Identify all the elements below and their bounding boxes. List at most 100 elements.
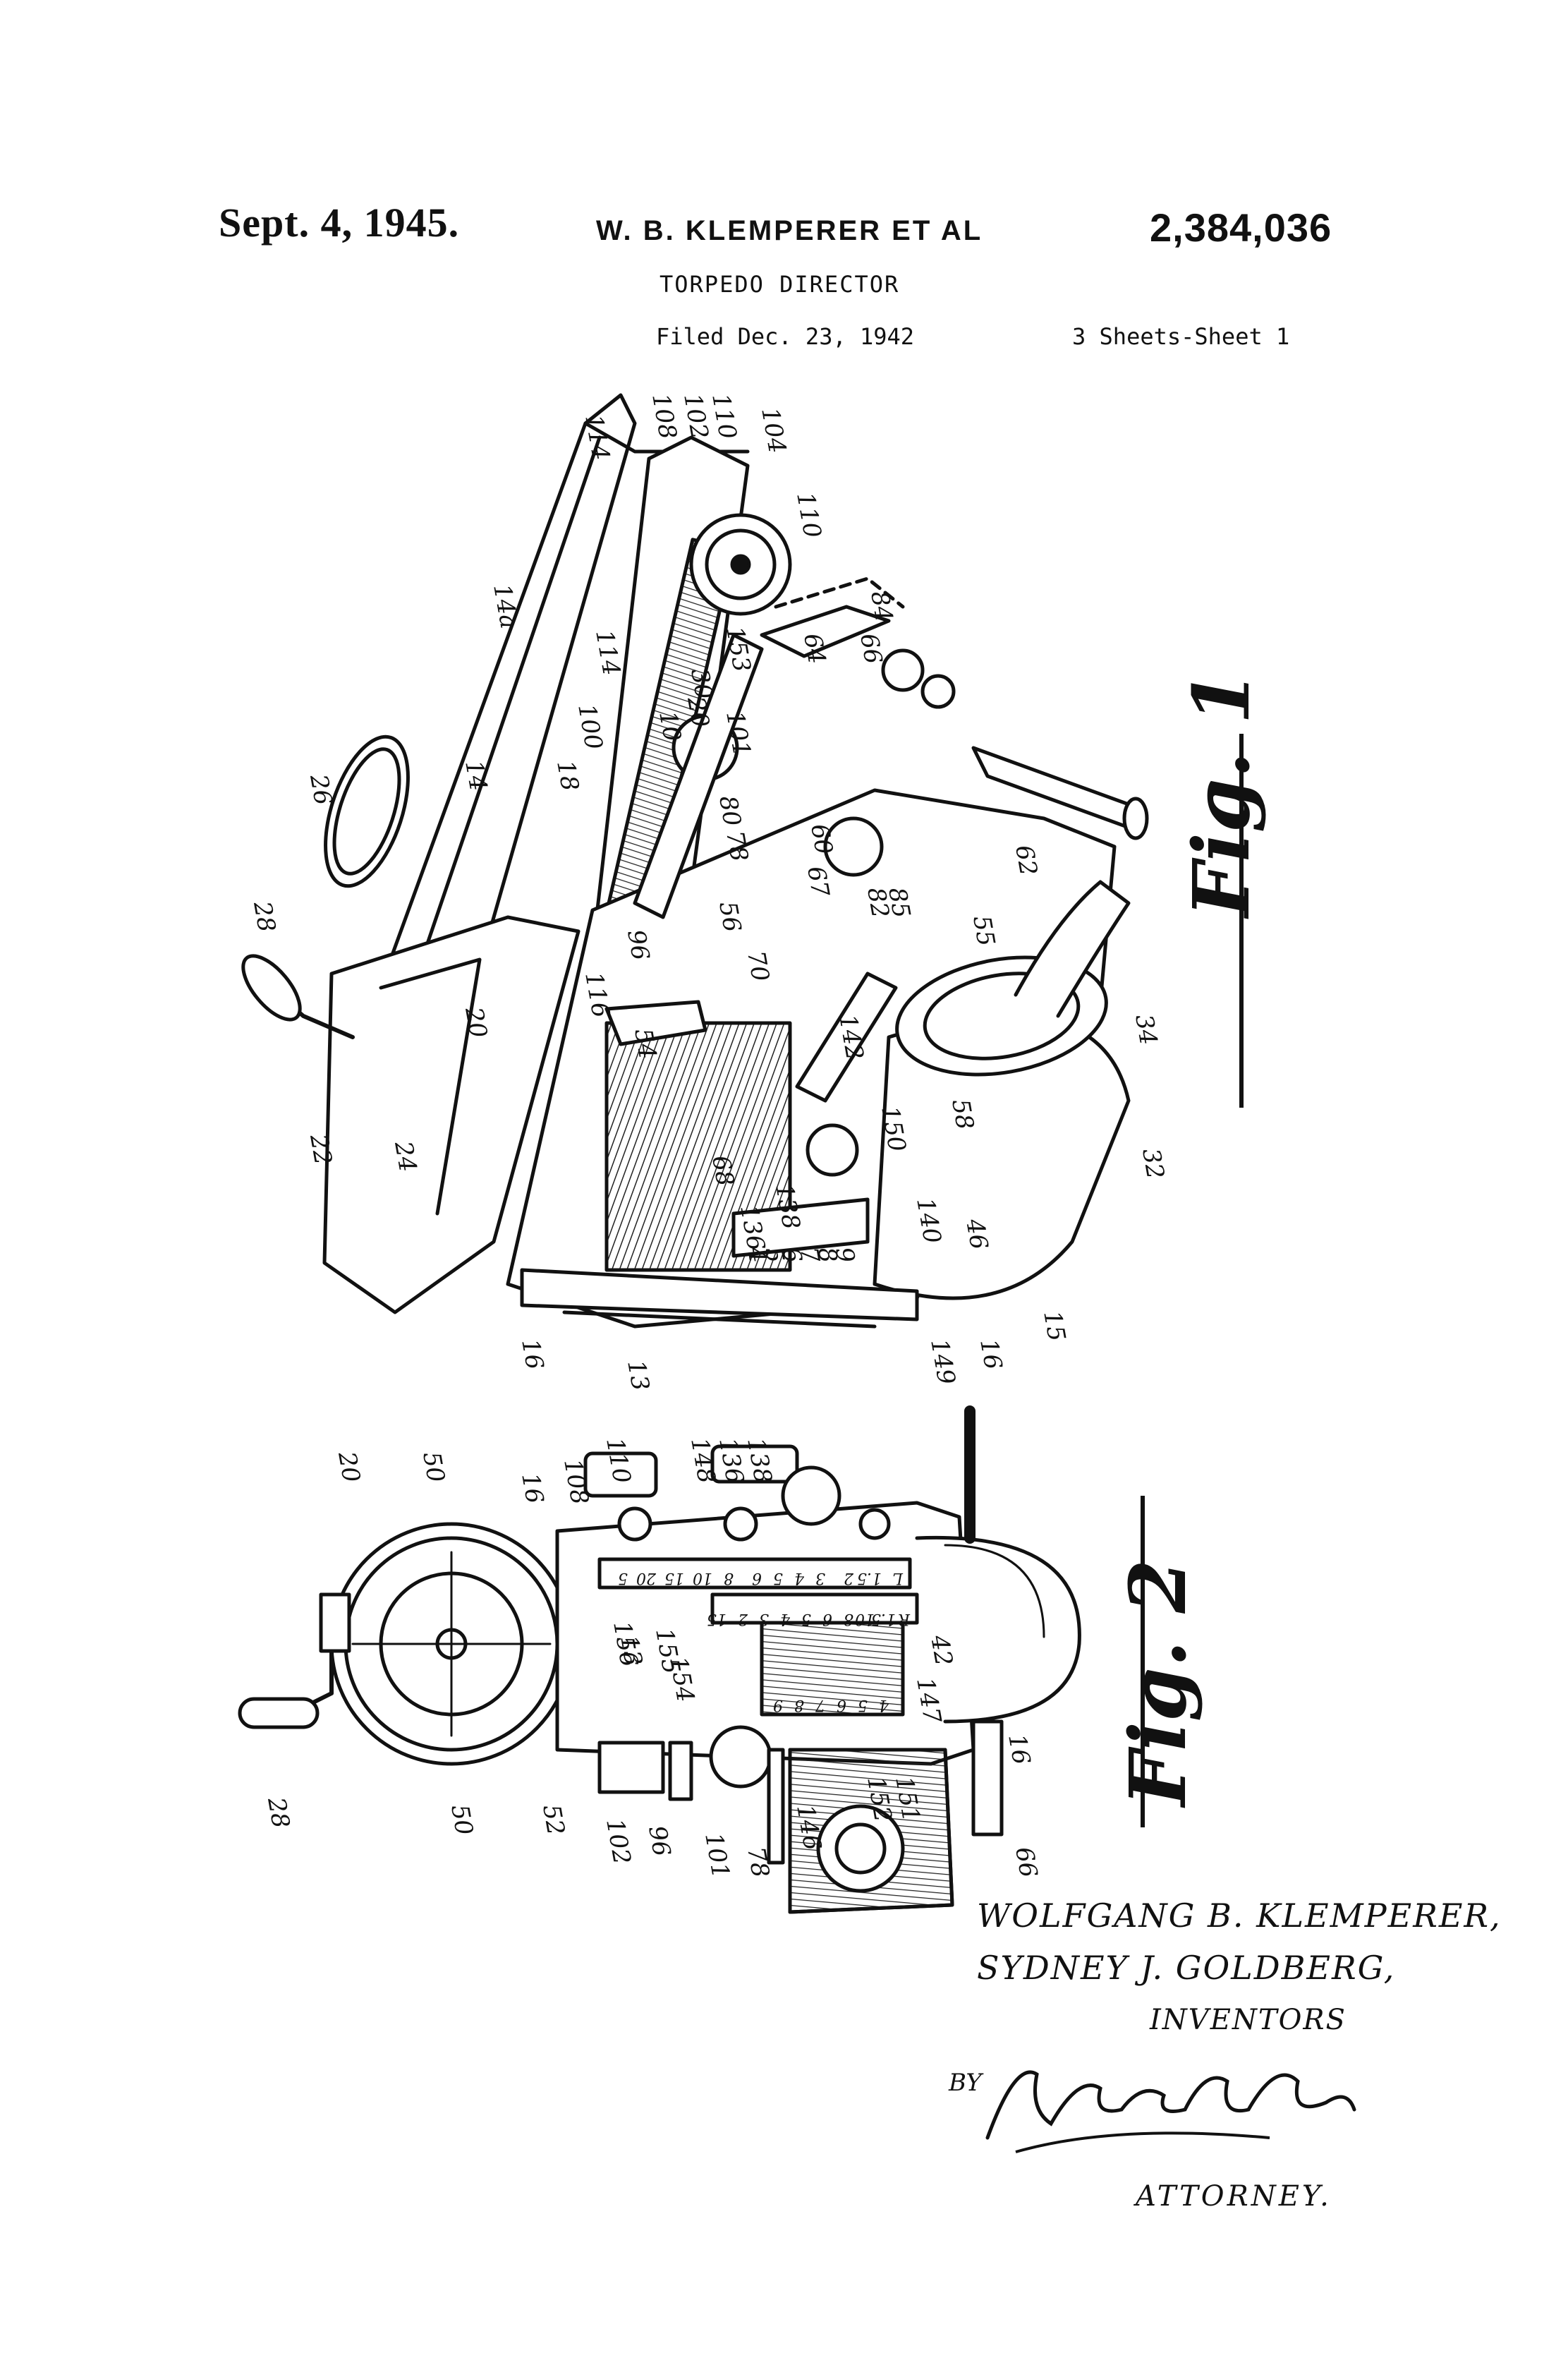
fig2-reference-numeral: 50	[417, 1450, 450, 1485]
patent-number: 2,384,036	[1150, 205, 1332, 250]
patent-date: Sept. 4, 1945.	[219, 200, 460, 246]
fig1-reference-numeral: 15	[1038, 1309, 1071, 1344]
fig2-scale-mark: 5	[801, 1610, 811, 1628]
fig1-reference-numeral: 22	[304, 1132, 337, 1168]
fig1-reference-numeral: 55	[967, 914, 1000, 949]
fig2-scale-mark: 8	[724, 1569, 734, 1587]
fig2-reference-numeral: 66	[1009, 1845, 1043, 1880]
fig2-scale-mark: 2	[844, 1569, 854, 1587]
sheet-count: 3 Sheets-Sheet 1	[1072, 323, 1290, 350]
fig1-reference-numeral: 85	[882, 885, 916, 921]
fig2-scale-mark: 7	[815, 1696, 825, 1714]
fig1-reference-numeral: 28	[248, 899, 281, 935]
fig1-reference-numeral: 30	[685, 667, 718, 702]
fig2-scale-mark: 6	[752, 1569, 762, 1587]
attorney-label: ATTORNEY.	[1136, 2180, 1332, 2213]
fig2-scale-mark: 20	[636, 1569, 657, 1587]
inventor-2-name: SYDNEY J. GOLDBERG,	[977, 1949, 1396, 1987]
inventors-label: INVENTORS	[1150, 2004, 1347, 2036]
fig1-reference-numeral: 100	[572, 702, 608, 752]
fig1-reference-numeral: 80	[713, 794, 746, 829]
fig1-reference-numeral: 62	[1009, 843, 1043, 878]
fig1-reference-numeral: 64	[798, 631, 831, 667]
fig2-scale-mark: 5	[773, 1569, 783, 1587]
fig1-reference-numeral: 26	[304, 772, 337, 808]
fig1-reference-numeral: 70	[741, 949, 774, 984]
fig1-reference-numeral: 68	[706, 1154, 739, 1189]
fig2-scale-mark: 5	[858, 1696, 868, 1714]
fig1-reference-numeral: 149	[925, 1337, 961, 1387]
fig2-drawing	[238, 1405, 1081, 1914]
fig2-reference-numeral: 42	[925, 1633, 958, 1669]
inventors-line: W. B. KLEMPERER ET AL	[596, 215, 983, 246]
fig2-scale-mark: 1.5	[871, 1610, 896, 1628]
fig1-reference-numeral: 14a	[487, 582, 523, 631]
fig1-reference-numeral: 24	[389, 1139, 422, 1175]
fig2-reference-numeral: 13	[614, 1633, 648, 1669]
fig1-reference-numeral: 84	[865, 589, 898, 624]
fig1-reference-numeral: 16	[516, 1337, 549, 1372]
fig1-reference-numeral: 10	[653, 709, 686, 744]
fig2-scale-mark: 3	[815, 1569, 825, 1587]
fig2-reference-numeral: 52	[537, 1803, 570, 1838]
attorney-signature	[985, 2070, 1356, 2153]
fig2-scale-mark: 9	[773, 1696, 783, 1714]
fig1-label-group: Fig. 1	[1176, 670, 1267, 919]
fig2-label: Fig. 2	[1112, 1559, 1203, 1808]
fig1-reference-numeral: 14	[459, 758, 492, 794]
fig1-reference-numeral: 66	[854, 631, 887, 667]
fig1-drawing	[241, 393, 1149, 1329]
fig2-scale-mark: 15	[664, 1569, 684, 1587]
fig2-scale-mark: 5	[618, 1569, 628, 1587]
fig1-reference-numeral: 18	[551, 758, 584, 794]
fig1-reference-numeral: 20	[459, 1005, 492, 1041]
fig1-reference-numeral: 32	[1136, 1147, 1169, 1182]
fig1-reference-numeral: 114	[590, 628, 626, 678]
fig2-scale-mark: 10	[855, 1610, 875, 1628]
fig1-reference-numeral: 20	[681, 694, 715, 730]
fig2-reference-numeral: 102	[600, 1817, 636, 1867]
fig1-reference-numeral: 46	[960, 1216, 993, 1252]
patent-title: TORPEDO DIRECTOR	[660, 271, 900, 298]
fig2-scale-mark: 1.5	[857, 1569, 882, 1587]
fig1-label: Fig. 1	[1176, 670, 1267, 919]
fig1-reference-numeral: 34	[1129, 1012, 1162, 1048]
fig2-reference-numeral: 20	[332, 1449, 365, 1485]
fig2-reference-numeral: 96	[643, 1824, 676, 1859]
filed-date: Filed Dec. 23, 1942	[656, 323, 915, 350]
fig2-scale-mark: L	[892, 1569, 904, 1587]
fig2-scale-mark: 4	[780, 1610, 791, 1628]
fig2-reference-numeral: 28	[262, 1795, 295, 1831]
fig1-reference-numeral: 56	[713, 900, 746, 935]
fig2-scale-mark: R	[898, 1610, 911, 1628]
fig1-reference-numeral: 60	[805, 822, 838, 857]
fig2-reference-numeral: 78	[741, 1845, 774, 1880]
fig2-scale-mark: 8	[794, 1696, 804, 1714]
fig2-scale-mark: 6	[837, 1696, 846, 1714]
fig2-reference-numeral: 50	[445, 1803, 478, 1838]
fig2-scale-mark: 3	[759, 1610, 769, 1628]
fig2-scale-mark: 4	[794, 1569, 805, 1587]
fig1-reference-numeral: 67	[801, 864, 834, 900]
fig2-reference-numeral: 16	[1002, 1732, 1035, 1767]
fig2-reference-numeral: 101	[699, 1831, 735, 1881]
inventor-1-name: WOLFGANG B. KLEMPERER,	[977, 1897, 1502, 1935]
fig2-scale-mark: 10	[693, 1569, 712, 1587]
fig1-reference-numeral: 110	[791, 490, 827, 540]
by-label: BY	[949, 2069, 982, 2097]
fig1-reference-numeral: 82	[861, 885, 894, 921]
fig2-reference-numeral: 16	[516, 1471, 549, 1506]
fig1-reference-numeral: 108	[646, 392, 682, 442]
fig2-scale-mark: 15	[707, 1610, 727, 1628]
fig1-reference-numeral: 13	[621, 1358, 655, 1393]
fig2-scale-mark: 8	[844, 1610, 853, 1628]
fig2-label-group: Fig. 2	[1112, 1559, 1203, 1808]
fig2-scale-mark: 2	[738, 1610, 748, 1628]
fig1-reference-numeral: 16	[974, 1337, 1007, 1372]
fig2-scale-mark: 6	[822, 1610, 832, 1628]
fig1-reference-numeral: 96	[621, 928, 655, 963]
fig1-reference-numeral: 54	[628, 1027, 662, 1062]
fig1-reference-numeral: 58	[946, 1097, 979, 1132]
